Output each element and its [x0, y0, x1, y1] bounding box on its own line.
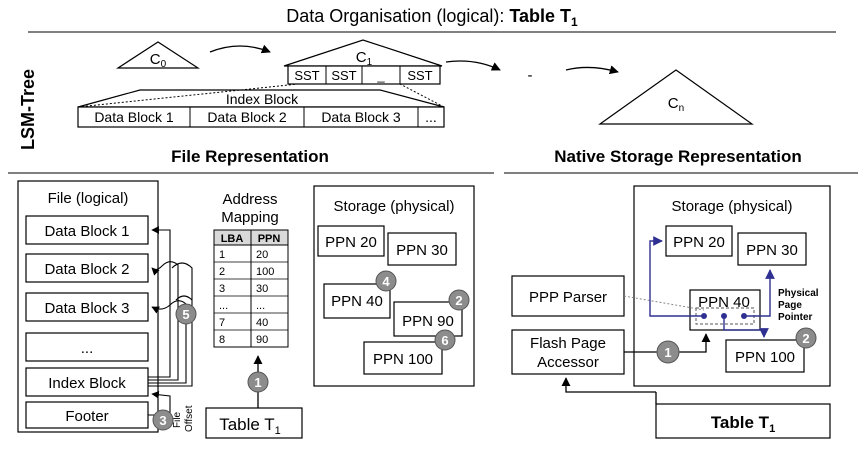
- mapping-cell: 30: [256, 283, 268, 295]
- mapping-header: LBA: [221, 233, 244, 245]
- step-marker: 6: [434, 329, 456, 351]
- c0-triangle: [115, 41, 201, 69]
- file-row: Data Block 3: [44, 300, 129, 317]
- file-row: Footer: [65, 408, 108, 425]
- data-block-cell: Data Block 2: [207, 109, 287, 125]
- svg-text:3: 3: [159, 413, 166, 428]
- mapping-cell: ...: [256, 300, 265, 312]
- file-row: Data Block 2: [44, 261, 129, 278]
- file-row: ...: [81, 340, 94, 357]
- lsm-ellipsis: -: [528, 67, 533, 84]
- file-offset-label-1: File: [172, 411, 183, 428]
- svg-text:6: 6: [441, 333, 448, 348]
- ppn-box: PPN 20: [325, 234, 377, 251]
- svg-text:1: 1: [664, 345, 671, 360]
- index-block-label: Index Block: [226, 91, 299, 107]
- storage-physical-panel-left: [313, 185, 475, 387]
- address-mapping-title-1: Address: [222, 191, 277, 208]
- file-logical-title: File (logical): [48, 190, 129, 207]
- step-marker: 3: [152, 409, 174, 431]
- cn-triangle: [598, 69, 754, 125]
- section-file-representation: File Representation: [171, 147, 329, 166]
- table-t1-box-right: [655, 403, 831, 439]
- mapping-cell: 20: [256, 249, 268, 261]
- step-marker: 1: [247, 371, 269, 393]
- address-mapping-title-2: Mapping: [221, 209, 279, 226]
- mapping-header: PPN: [258, 233, 281, 245]
- pointer-label: Pointer: [778, 312, 813, 323]
- mapping-cell: 2: [219, 266, 225, 278]
- mapping-cell: 3: [219, 283, 225, 295]
- flash-accessor-label-2: Accessor: [537, 354, 599, 371]
- file-logical-panel: [17, 180, 159, 433]
- table-t1-box-left: [205, 407, 303, 439]
- svg-text:2: 2: [455, 293, 462, 308]
- svg-text:1: 1: [254, 375, 261, 390]
- svg-text:4: 4: [382, 274, 390, 289]
- section-native-storage: Native Storage Representation: [554, 147, 802, 166]
- table-t1-label-right: Table T1: [711, 413, 775, 435]
- file-rows: Data Block 1 Data Block 2 Data Block 3 .…: [25, 215, 149, 429]
- ppn-box: PPN 20: [673, 234, 725, 251]
- c0-label: C0: [150, 51, 167, 70]
- lsm-tree-label: LSM-Tree: [18, 69, 38, 150]
- mapping-cell: 100: [256, 266, 274, 278]
- ppn-box: PPN 90: [402, 313, 454, 330]
- mapping-cell: 40: [256, 317, 268, 329]
- file-row: Index Block: [48, 375, 126, 392]
- data-blocks-row: Data Block 1 Data Block 2 Data Block 3 .…: [77, 106, 445, 128]
- file-offset-label-2: Offset: [184, 405, 195, 432]
- mapping-cell: 90: [256, 334, 268, 346]
- sst-cell: _: [376, 68, 385, 83]
- pointer-label: Physical: [778, 288, 819, 299]
- c1-label: C1: [356, 49, 373, 68]
- ppn-boxes-left: PPN 20 PPN 30 PPN 40 PPN 90 PPN 100: [317, 225, 463, 375]
- ppn-box: PPN 100: [735, 349, 795, 366]
- table-t1-label-left: Table T1: [219, 415, 281, 437]
- sst-cell: SST: [331, 68, 356, 83]
- step-marker: 2: [795, 327, 817, 349]
- mapping-cell: 8: [219, 334, 225, 346]
- ppn-box: PPN 40: [331, 293, 383, 310]
- mapping-cell: ...: [219, 300, 228, 312]
- data-block-cell: Data Block 1: [94, 109, 174, 125]
- address-mapping-table: LBA PPN 1 20 2 100 3 30 ... ... 7 40 8 9…: [213, 229, 289, 348]
- ppp-parser-label: PPP Parser: [529, 289, 607, 306]
- mapping-cell: 1: [219, 249, 225, 261]
- step-marker: 2: [448, 289, 470, 311]
- ppn-boxes-right: PPN 20 PPN 30 PPN 40 PPN 100: [665, 225, 807, 373]
- step-marker: 4: [375, 270, 397, 292]
- page-pointer-arrows: [649, 236, 775, 338]
- flash-accessor-label-1: Flash Page: [530, 335, 606, 352]
- sst-cell: SST: [407, 68, 432, 83]
- data-block-cell: ...: [425, 109, 437, 125]
- index-block-links: [148, 226, 193, 387]
- ppn-box: PPN 40: [698, 294, 750, 311]
- storage-physical-title-left: Storage (physical): [334, 198, 455, 215]
- ppn-box: PPN 100: [373, 351, 433, 368]
- svg-text:5: 5: [182, 307, 189, 322]
- ppn-box: PPN 30: [396, 242, 448, 259]
- step-marker: 1: [656, 340, 680, 364]
- sst-row: SST SST _ SST: [287, 65, 441, 85]
- ppp-parser-box: [511, 275, 625, 317]
- svg-text:2: 2: [802, 331, 809, 346]
- mapping-cell: 7: [219, 317, 225, 329]
- storage-physical-title-right: Storage (physical): [672, 198, 793, 215]
- cn-label: Cn: [668, 95, 684, 114]
- sst-cell: SST: [294, 68, 319, 83]
- step-marker: 5: [175, 303, 197, 325]
- data-block-cell: Data Block 3: [321, 109, 401, 125]
- ppn-box: PPN 30: [746, 242, 798, 259]
- file-row: Data Block 1: [44, 223, 129, 240]
- pointer-label: Page: [778, 300, 802, 311]
- storage-physical-panel-right: [633, 185, 831, 387]
- top-title: Data Organisation (logical): Table T1: [286, 6, 578, 29]
